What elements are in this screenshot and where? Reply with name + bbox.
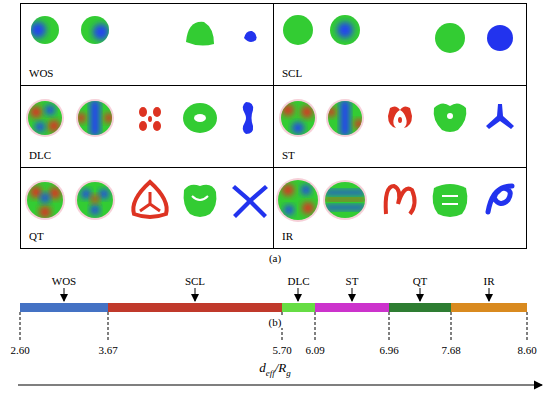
phase-segment: WOS [20, 303, 108, 312]
subfigure-label: (b) [267, 316, 284, 328]
phase-panel: QT [20, 167, 274, 249]
panel-label: IR [282, 230, 293, 242]
phase-segment: QT [389, 303, 451, 312]
phase-segment: ST [315, 303, 389, 312]
tick-value: 3.67 [98, 344, 117, 356]
phase-label: IR [484, 275, 495, 287]
tick-value: 5.70 [272, 344, 291, 356]
phase-segment: SCL [108, 303, 282, 312]
phase-segment: IR [451, 303, 527, 312]
phase-segment: DLC [282, 303, 315, 312]
phase-label: WOS [52, 275, 76, 287]
panel-label: ST [282, 149, 295, 161]
panel-label: WOS [29, 67, 53, 79]
tick-value: 6.96 [379, 344, 398, 356]
phase-label: ST [346, 275, 359, 287]
tick-value: 7.68 [441, 344, 460, 356]
phase-panel: ST [273, 85, 527, 168]
panel-label: DLC [29, 149, 51, 161]
axis-subscript: eff [266, 368, 275, 378]
axis-symbol: /R [275, 360, 287, 375]
phase-label: DLC [288, 275, 310, 287]
axis-label: deff/Rg [259, 360, 291, 378]
subfigure-label: (a) [269, 252, 281, 264]
phase-panel: SCL [273, 3, 527, 86]
tick-value: 2.60 [10, 344, 29, 356]
tick-value: 8.60 [517, 344, 536, 356]
phase-panel: IR [273, 167, 527, 249]
panel-label: QT [29, 230, 44, 242]
phase-panel: DLC [20, 85, 274, 168]
axis-subscript: g [286, 368, 291, 378]
tick-value: 6.09 [305, 344, 324, 356]
phase-label: SCL [185, 275, 205, 287]
axis-symbol: d [259, 360, 266, 375]
phase-label: QT [413, 275, 428, 287]
panel-label: SCL [282, 67, 302, 79]
phase-panel: WOS [20, 3, 274, 86]
